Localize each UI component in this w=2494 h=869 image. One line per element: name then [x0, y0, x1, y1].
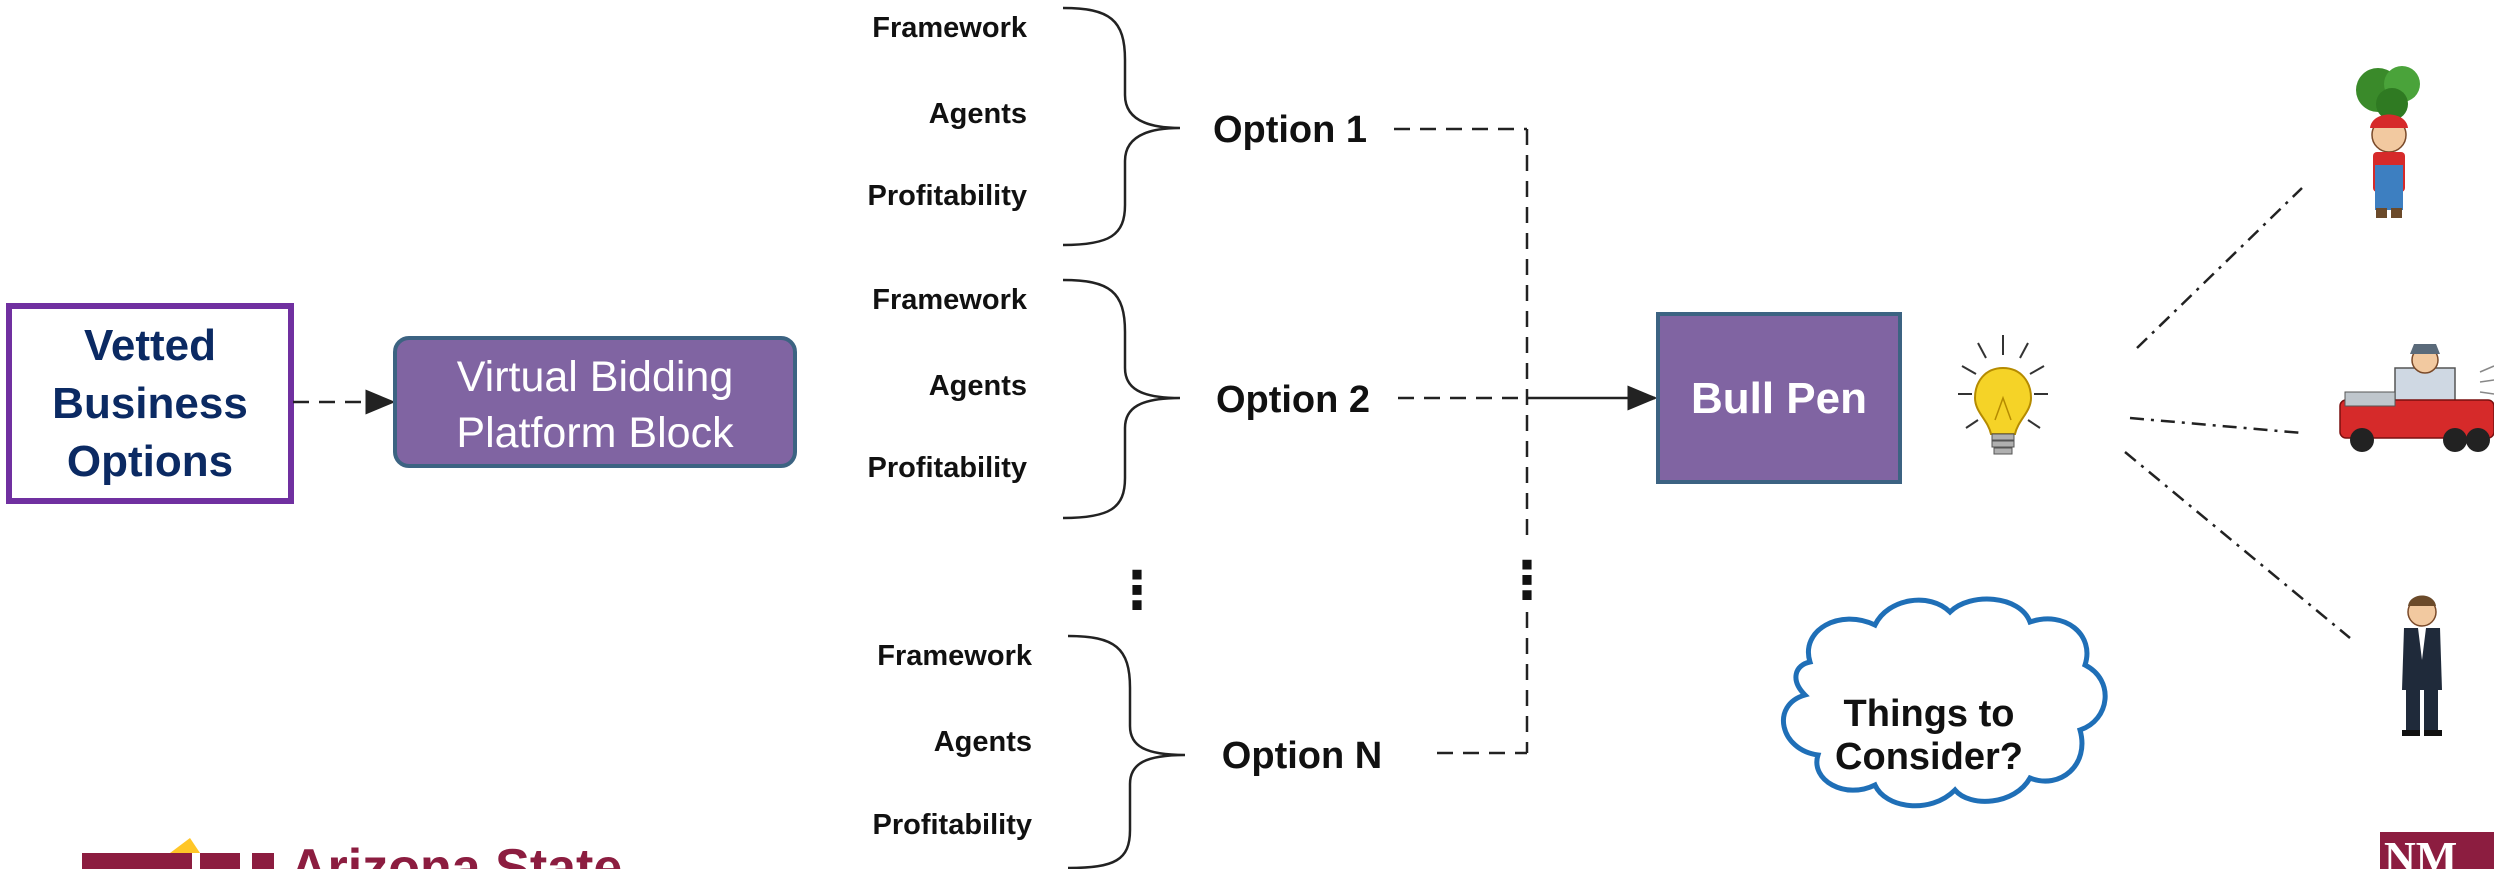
option-group-1: Framework Agents Profitability Option 1: [867, 6, 1367, 247]
groupn-framework-label: Framework: [877, 640, 1033, 672]
group2-profitability-label: Profitability: [867, 452, 1027, 484]
groupn-agents-label: Agents: [934, 726, 1032, 758]
cloud-line-1: Things to: [1844, 693, 2015, 735]
group2-framework-label: Framework: [872, 284, 1028, 316]
connector-ellipsis: ⋮: [1501, 552, 1553, 610]
bulb-to-truck-line: [2129, 416, 2303, 435]
truck-driver-icon: [2339, 344, 2494, 452]
vetted-line-3: Options: [67, 437, 233, 486]
nmsu-logo-text: NM: [2384, 833, 2457, 869]
platform-line-2: Platform Block: [456, 409, 734, 457]
group1-agents-label: Agents: [929, 98, 1027, 130]
lightbulb-icon: [1958, 335, 2048, 455]
group1-framework-label: Framework: [872, 12, 1028, 44]
platform-line-1: Virtual Bidding: [457, 353, 734, 401]
option-1-label: Option 1: [1213, 109, 1367, 151]
options-ellipsis: ⋮: [1111, 562, 1163, 620]
group1-brace: [1062, 6, 1181, 247]
businessman-icon: [2402, 595, 2442, 736]
group1-profitability-label: Profitability: [867, 180, 1027, 212]
option-group-2: Framework Agents Profitability Option 2: [867, 278, 1370, 520]
option-2-label: Option 2: [1216, 379, 1370, 421]
nmsu-logo: NM: [2380, 832, 2494, 869]
asu-logo: Arizona State: [82, 838, 622, 869]
bulb-to-farmer-line: [2136, 187, 2303, 349]
groupn-profitability-label: Profitability: [872, 809, 1032, 841]
virtual-bidding-platform-box: Virtual Bidding Platform Block: [393, 336, 797, 468]
bull-pen-box: Bull Pen: [1656, 312, 1902, 484]
option-group-n: Framework Agents Profitability Option N: [872, 634, 1382, 869]
group2-agents-label: Agents: [929, 370, 1027, 402]
cloud-line-2: Consider?: [1835, 736, 2023, 778]
things-to-consider-cloud: Things to Consider?: [1781, 596, 2108, 809]
group2-brace: [1062, 278, 1181, 520]
vetted-business-options-box: Vetted Business Options: [6, 303, 294, 504]
bulb-to-businessman-line: [2124, 451, 2351, 639]
bull-pen-label: Bull Pen: [1691, 374, 1867, 423]
vetted-line-2: Business: [52, 379, 248, 428]
farmer-icon: [2356, 66, 2420, 218]
option-n-label: Option N: [1222, 735, 1382, 777]
groupn-brace: [1067, 634, 1186, 869]
asu-logo-text: Arizona State: [290, 839, 622, 869]
vetted-line-1: Vetted: [84, 321, 216, 370]
